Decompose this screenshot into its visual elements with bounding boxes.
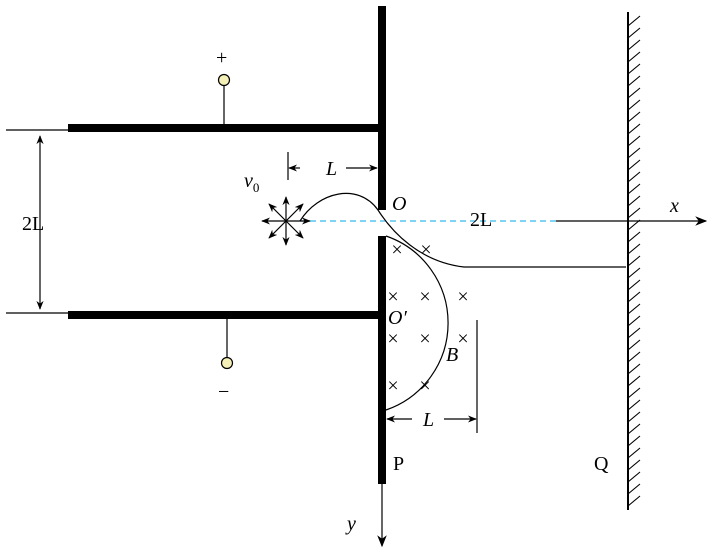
positive-sign: +	[216, 47, 227, 69]
screen-hatch	[627, 195, 641, 207]
field-cross-mark: ×	[457, 328, 468, 350]
particle-trajectory	[299, 192, 626, 268]
screen-hatch	[627, 255, 641, 267]
barrier-upper	[378, 6, 386, 210]
magnetic-field-markers: × × × × × × × × × ×	[387, 239, 468, 397]
screen-hatch	[627, 243, 641, 255]
screen-hatch	[627, 351, 641, 363]
velocity-arrow-northwest	[268, 203, 287, 222]
screen-hatch	[627, 423, 641, 435]
screen-hatch	[627, 135, 641, 147]
positive-terminal	[217, 73, 231, 87]
screen-hatch	[627, 51, 641, 63]
plate-p-label: P	[393, 453, 404, 475]
screen-hatch	[627, 375, 641, 387]
screen-hatch	[627, 291, 641, 303]
screen-hatch	[627, 387, 641, 399]
center-label: O′	[388, 307, 407, 329]
y-axis-label: y	[345, 513, 356, 535]
screen-hatch	[627, 63, 641, 75]
screen-hatch	[627, 207, 641, 219]
screen-hatch	[627, 231, 641, 243]
screen-hatch	[627, 411, 641, 423]
screen-hatch	[627, 15, 641, 27]
barrier-lower	[378, 236, 386, 484]
origin-label: O	[392, 193, 406, 215]
screen-hatch	[627, 27, 641, 39]
field-cross-mark: ×	[387, 375, 398, 397]
field-cross-mark: ×	[419, 328, 430, 350]
screen-hatch	[627, 267, 641, 279]
screen-hatch	[627, 495, 641, 507]
screen-hatch	[627, 303, 641, 315]
screen-hatch	[627, 39, 641, 51]
field-cross-mark: ×	[457, 286, 468, 308]
screen-hatch	[627, 399, 641, 411]
x-axis-label: x	[669, 195, 679, 217]
screen-hatch	[627, 459, 641, 471]
screen-hatch	[627, 435, 641, 447]
screen-hatch	[627, 87, 641, 99]
screen-hatch	[627, 327, 641, 339]
field-boundary	[385, 235, 449, 411]
field-cross-mark: ×	[420, 239, 431, 261]
field-cross-mark: ×	[387, 286, 398, 308]
distance-label: 2L	[470, 209, 492, 231]
gap-label: 2L	[22, 213, 44, 235]
screen-hatch	[627, 111, 641, 123]
screen-q-label: Q	[594, 453, 609, 475]
screen-hatch	[627, 99, 641, 111]
lower-plate	[6, 311, 380, 370]
screen-hatch	[627, 471, 641, 483]
screen-hatch	[627, 75, 641, 87]
field-cross-mark: ×	[419, 375, 430, 397]
field-label: B	[446, 344, 458, 366]
screen-hatch	[627, 147, 641, 159]
offset-label: L	[325, 158, 337, 180]
screen-hatch	[627, 219, 641, 231]
screen-hatch	[627, 279, 641, 291]
field-cross-mark: ×	[419, 286, 430, 308]
velocity-arrow-southeast	[285, 220, 304, 239]
screen-hatch	[627, 159, 641, 171]
screen-hatch	[627, 483, 641, 495]
screen-hatch	[627, 363, 641, 375]
screen-hatch	[627, 339, 641, 351]
screen-hatch	[627, 447, 641, 459]
upper-plate	[6, 73, 380, 132]
field-cross-mark: ×	[391, 239, 402, 261]
screen-hatch	[627, 315, 641, 327]
screen-hatch	[627, 183, 641, 195]
screen-hatch	[627, 171, 641, 183]
screen-hatch	[627, 123, 641, 135]
velocity-arrow-northeast	[285, 203, 304, 222]
radius-label: L	[422, 409, 434, 431]
screen-q	[627, 12, 641, 510]
field-cross-mark: ×	[387, 328, 398, 350]
negative-terminal	[220, 356, 234, 370]
initial-velocity-label: v0	[244, 170, 259, 195]
negative-sign: −	[218, 381, 229, 403]
velocity-arrow-southwest	[268, 220, 287, 239]
particle-source	[261, 196, 311, 246]
